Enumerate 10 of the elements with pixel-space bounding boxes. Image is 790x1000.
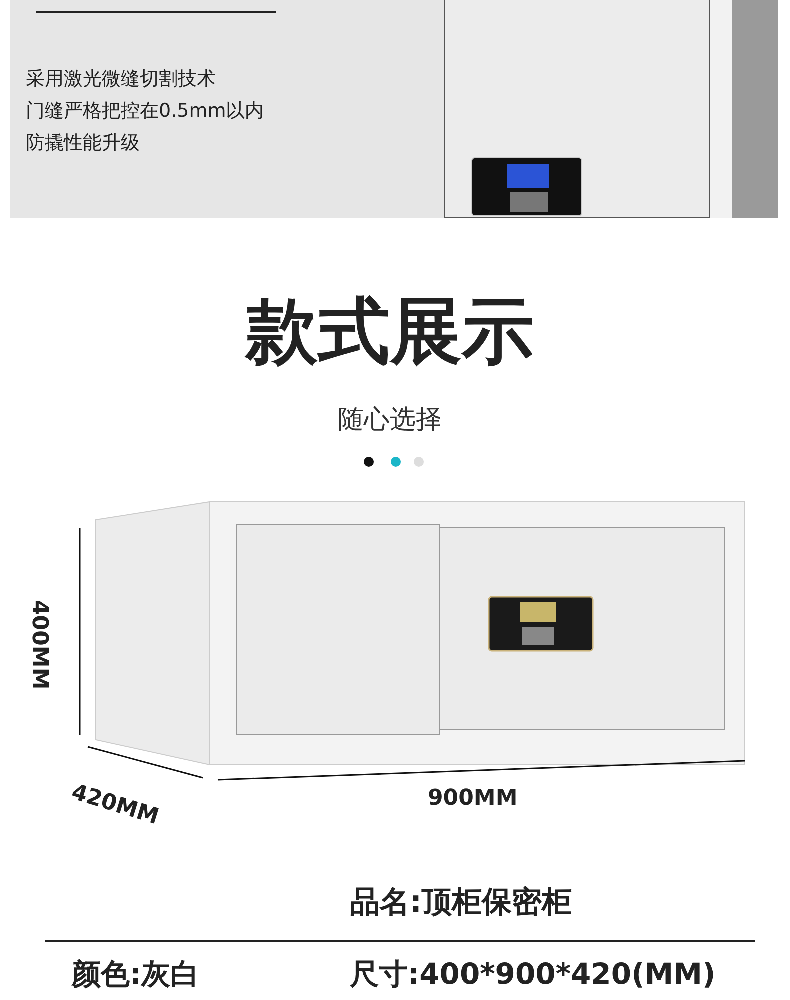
title: 款式展示 <box>246 288 534 375</box>
description-text: 防撬性能升级 <box>26 131 140 156</box>
dimension-label: 900MM <box>428 786 518 811</box>
description-text: 采用激光微缝切割技术 <box>26 67 216 92</box>
subtitle: 随心选择 <box>338 404 442 437</box>
spec-text: 颜色:灰白 <box>72 956 200 993</box>
dimension-label: 400MM <box>27 600 52 690</box>
spec-text: 品名:顶柜保密柜 <box>350 884 572 922</box>
description-text: 门缝严格把控在0.5mm以内 <box>26 99 264 124</box>
spec-text: 尺寸:400*900*420(MM) <box>350 956 716 993</box>
